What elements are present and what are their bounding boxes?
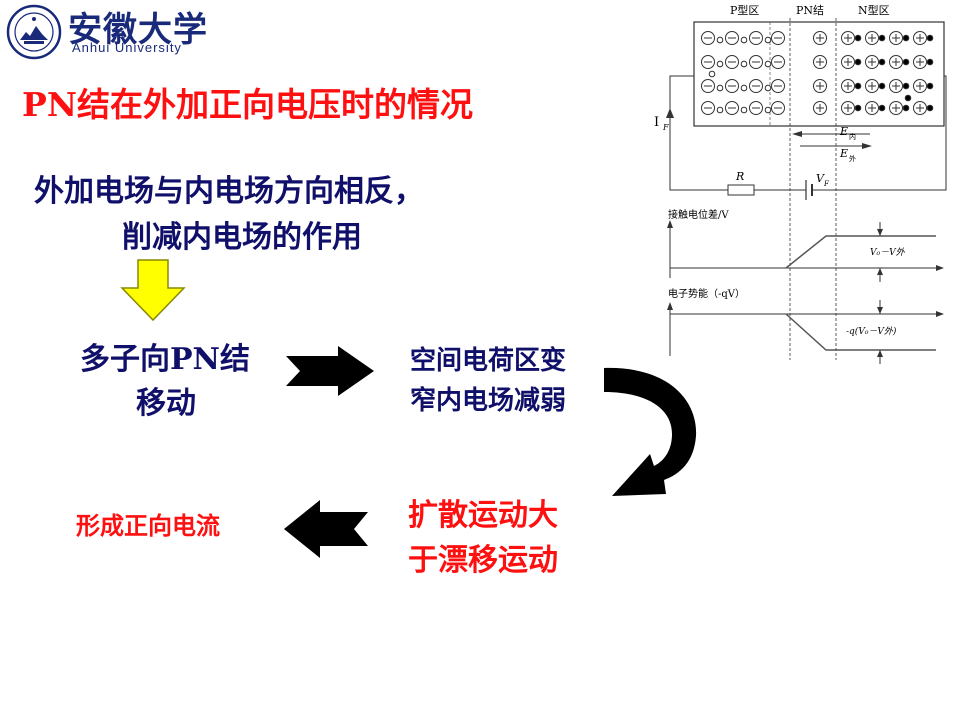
left-arrow-icon (284, 500, 368, 558)
pn-junction-label: PN结 (796, 4, 824, 17)
electron-icon (878, 34, 886, 42)
electron-icon (926, 82, 934, 90)
university-seal-logo (6, 4, 62, 60)
flow-step-diffusion-line-1: 扩散运动大 (408, 498, 558, 533)
voltage-label: V (816, 172, 825, 185)
flow-step-majority-carriers-line-2: 移动 (136, 386, 196, 421)
n-region-label: N型区 (858, 3, 890, 17)
hole-icon (764, 106, 772, 114)
resistor-label: R (735, 170, 744, 183)
hole-icon (740, 84, 748, 92)
hole-icon (716, 84, 724, 92)
hole-icon (716, 106, 724, 114)
potential-axis-label: 接触电位差/V (668, 208, 729, 221)
hole-icon (708, 70, 716, 78)
electron-icon (878, 58, 886, 66)
energy-curve (785, 313, 936, 351)
subtitle-line-1: 外加电场与内电场方向相反， (34, 174, 424, 209)
down-arrow-icon (120, 259, 186, 322)
hole-icon (740, 60, 748, 68)
hole-icon (716, 36, 724, 44)
energy-value-label: -q(V₀－V外) (846, 326, 897, 337)
charge-carriers (701, 31, 934, 115)
electron-icon (902, 82, 910, 90)
electron-icon (854, 34, 862, 42)
electron-icon (854, 104, 862, 112)
electron-icon (854, 82, 862, 90)
electron-icon (878, 82, 886, 90)
electron-icon (902, 34, 910, 42)
right-arrow-icon (286, 346, 374, 396)
inner-field-label: E (839, 125, 848, 138)
subtitle-line-2: 削减内电场的作用 (122, 220, 362, 255)
electron-icon (878, 104, 886, 112)
hole-icon (764, 60, 772, 68)
outer-field-subscript: 外 (849, 154, 856, 163)
current-label: I (654, 115, 659, 130)
curved-arrow-icon (604, 367, 697, 496)
electron-icon (854, 58, 862, 66)
hole-icon (740, 36, 748, 44)
electron-icon (926, 58, 934, 66)
flow-step-space-charge-line-2: 窄内电场减弱 (410, 386, 567, 416)
flow-step-majority-carriers-line-1: 多子向PN结 (80, 342, 250, 377)
outer-field-label: E (839, 147, 848, 160)
energy-axis-label: 电子势能（-qV） (668, 287, 745, 300)
slide-title: PN结在外加正向电压时的情况 (22, 85, 473, 124)
electron-icon (902, 104, 910, 112)
hole-icon (716, 60, 724, 68)
p-region-label: P型区 (730, 3, 759, 17)
hole-icon (764, 36, 772, 44)
electron-icon (926, 34, 934, 42)
pn-junction-diagram: P型区 PN结 N型区 I F E 内 E 外 R V F 接触电位差/V V₀… (654, 3, 947, 364)
electron-icon (902, 58, 910, 66)
electron-icon (904, 94, 912, 102)
university-name-en: Anhui University (72, 40, 182, 55)
voltage-subscript: F (823, 180, 830, 188)
current-subscript: F (662, 123, 669, 132)
hole-icon (764, 84, 772, 92)
potential-value-label: V₀－V外 (870, 247, 906, 258)
electron-icon (926, 104, 934, 112)
university-name-cn: 安徽大学 (68, 10, 208, 50)
resistor-symbol (727, 184, 755, 196)
flow-step-forward-current: 形成正向电流 (76, 511, 220, 540)
potential-curve (785, 235, 936, 269)
hole-icon (740, 106, 748, 114)
flow-step-space-charge-line-1: 空间电荷区变 (410, 346, 567, 376)
flow-step-diffusion-line-2: 于漂移运动 (408, 543, 558, 578)
inner-field-subscript: 内 (849, 132, 856, 141)
